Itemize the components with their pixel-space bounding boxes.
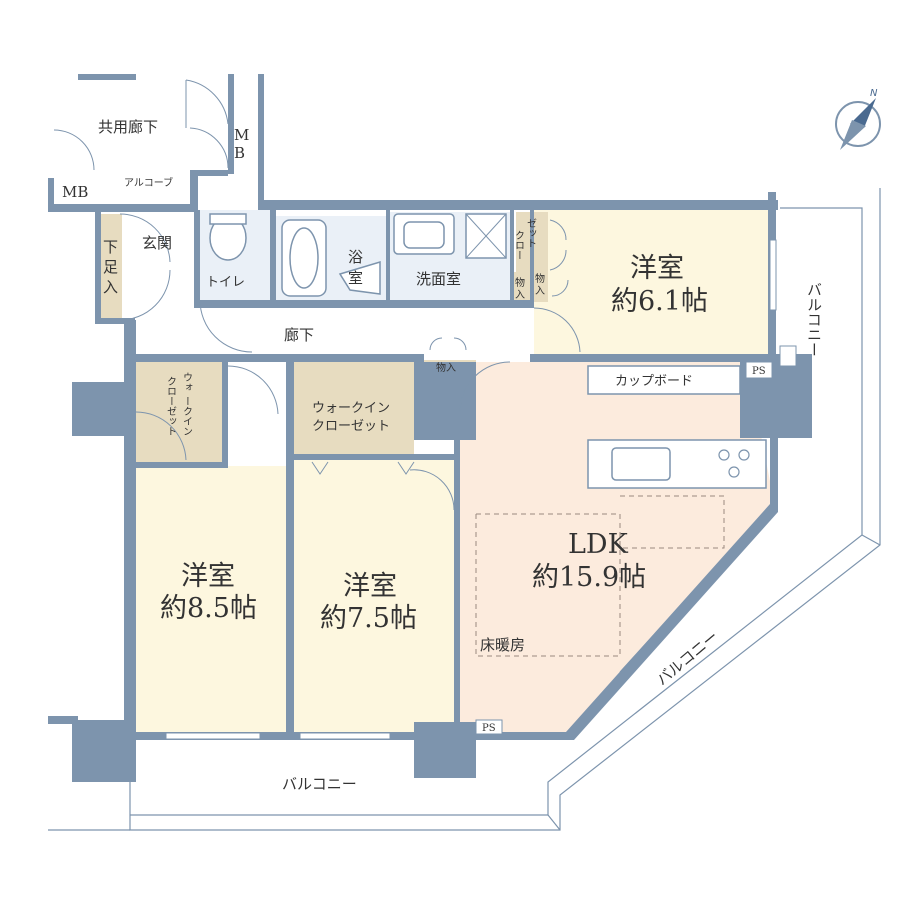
label-closet-ne-2: ゼット (525, 218, 537, 248)
label-toilet: トイレ (206, 275, 245, 290)
label-storage-wash-2: 入 (515, 290, 525, 301)
label-alcove: アルコーブ (124, 176, 173, 189)
room-bedroom-ne (534, 210, 772, 355)
label-bedroom-c-size: 約7.5帖 (320, 603, 417, 634)
doors (53, 79, 581, 511)
label-storage-hall: 物入 (436, 361, 456, 374)
label-common-corridor: 共用廊下 (98, 118, 158, 136)
label-mb-m: M (234, 126, 249, 144)
label-mb: MB (62, 183, 88, 201)
floor-heating-area (475, 495, 725, 657)
label-bedroom-ne-size: 約6.1帖 (611, 286, 708, 317)
label-shoe-box-1: 下 (103, 238, 118, 256)
label-washroom: 洗面室 (416, 270, 461, 288)
windows (165, 239, 777, 740)
label-walkin-center-2: クローゼット (312, 419, 390, 434)
aircon-unit (779, 345, 797, 367)
label-balcony-bottom: バルコニー (282, 775, 357, 793)
label-cupboard: カップボード (615, 374, 693, 389)
sink (611, 447, 671, 481)
label-ldk-name: LDK (568, 529, 629, 560)
label-ps-top: PS (752, 366, 766, 377)
room-storage-wash (512, 272, 530, 302)
room-bedroom-c (293, 458, 460, 732)
label-bath-1: 浴 (348, 248, 363, 266)
label-bedroom-ne-name: 洋室 (630, 253, 684, 284)
label-storage-wash-1: 物 (515, 276, 525, 289)
label-storage-ne-2: 入 (535, 286, 545, 297)
label-walkin-left-3: クローゼット (165, 376, 177, 436)
label-bath-2: 室 (348, 269, 363, 287)
room-shoe-box (98, 214, 122, 320)
label-bedroom-c-name: 洋室 (343, 571, 397, 602)
room-bedroom-w (136, 466, 292, 732)
ps-box-top (745, 361, 773, 379)
label-walkin-left-1: ウォ (181, 372, 192, 392)
label-bedroom-w-name: 洋室 (181, 561, 235, 592)
north-compass-icon: N (835, 88, 881, 150)
label-walkin-left-2: ークイン (181, 396, 193, 436)
label-entrance: 玄関 (142, 234, 172, 252)
svg-text:N: N (870, 88, 878, 99)
room-storage-ne (532, 272, 548, 302)
label-storage-ne-1: 物 (535, 272, 545, 285)
label-mb-b: B (234, 144, 245, 162)
room-walkin-left (136, 362, 222, 466)
label-floor-heating: 床暖房 (480, 636, 525, 654)
label-ps-bottom: PS (482, 723, 496, 734)
stove-icon (718, 449, 750, 478)
label-shoe-box-3: 入 (103, 278, 118, 296)
cupboard-counter (587, 365, 741, 395)
fixtures (209, 213, 797, 735)
ps-box-bottom (475, 719, 503, 735)
balcony-outline (48, 188, 881, 831)
label-walkin-center-1: ウォークイン (312, 401, 390, 416)
label-balcony-right: バルコニー (805, 282, 823, 357)
label-closet-ne-1: クロー (513, 230, 524, 260)
label-shoe-box-2: 足 (103, 258, 118, 276)
label-bedroom-w-size: 約8.5帖 (160, 593, 257, 624)
label-hallway: 廊下 (284, 326, 314, 344)
room-walkin-center (292, 362, 414, 456)
label-ldk-size: 約15.9帖 (532, 562, 646, 593)
